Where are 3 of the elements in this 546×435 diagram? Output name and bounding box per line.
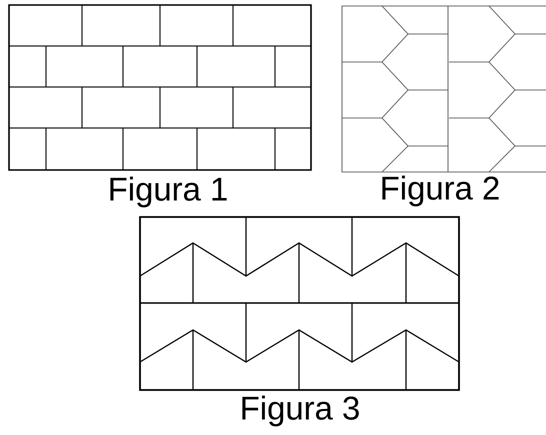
figure-caption: Figura 1 — [110, 176, 227, 208]
figure-caption: Figura 3 — [242, 396, 359, 426]
figure-caption: Figura 2 — [382, 176, 499, 206]
